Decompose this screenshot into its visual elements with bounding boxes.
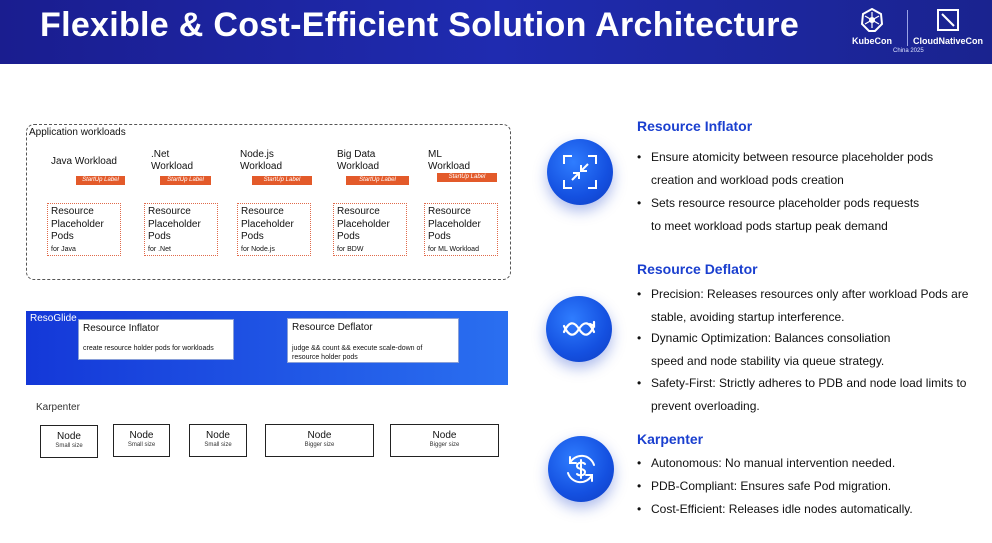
kubernetes-wheel-icon [860,7,884,32]
karpenter-circle [548,436,614,502]
resource-inflator-box: Resource Inflator create resource holder… [78,319,234,360]
cloudnativecon-logo: CloudNativeCon [913,8,983,46]
workload-name: Java Workload [51,156,117,167]
cncf-square-icon [937,9,959,31]
application-workloads-label: Application workloads [29,127,126,138]
section-title-karpenter: Karpenter [637,431,704,447]
inflator-circle [547,139,613,205]
wave-arrows-icon [562,320,596,336]
deflator-circle [546,296,612,362]
startup-label: StartUp Label [252,176,312,185]
startup-label: StartUp Label [76,176,125,185]
dollar-cycle-icon [567,454,595,484]
startup-label: StartUp Label [346,176,409,185]
kubecon-logo: KubeCon [852,7,892,46]
event-text: China 2025 [893,48,924,54]
startup-label: StartUp Label [160,176,211,185]
compress-arrows-icon [563,155,597,189]
resoglide-band: ResoGlide Resource Inflator create resou… [26,311,508,385]
resoglide-label: ResoGlide [30,313,77,324]
logo-divider [907,10,908,46]
header-banner: Flexible & Cost-Efficient Solution Archi… [0,0,992,64]
karpenter-label: Karpenter [36,402,80,413]
section-title-deflator: Resource Deflator [637,261,758,277]
startup-label: StartUp Label [437,173,497,182]
section-title-inflator: Resource Inflator [637,118,753,134]
kubecon-text: KubeCon [852,36,892,46]
application-workloads-box [26,124,511,280]
page-title: Flexible & Cost-Efficient Solution Archi… [40,6,800,44]
cloudnativecon-text: CloudNativeCon [913,36,984,46]
resource-deflator-box: Resource Deflator judge && count && exec… [287,318,459,363]
